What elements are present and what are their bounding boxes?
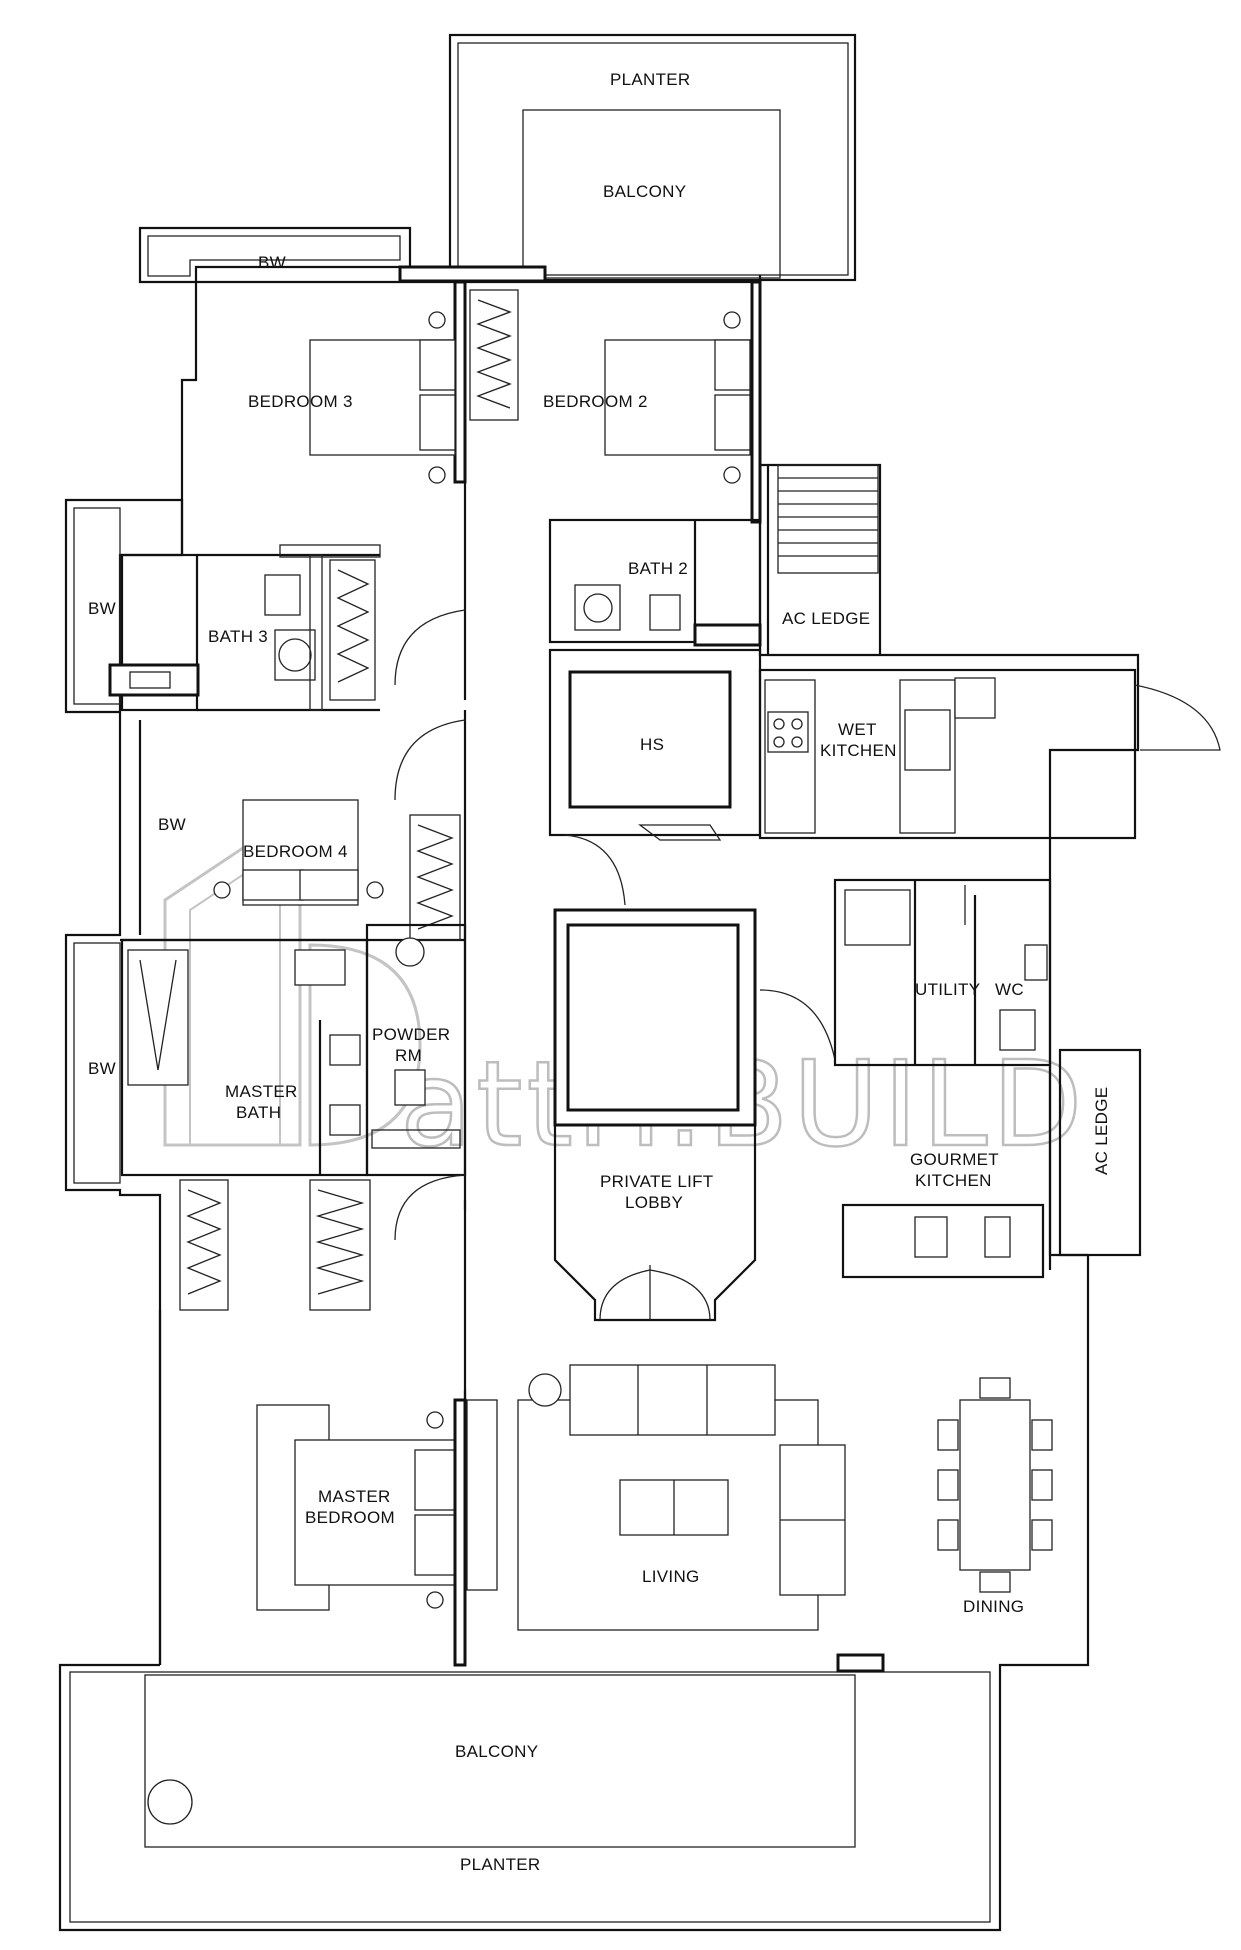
label-balcony-bottom: BALCONY (455, 1742, 538, 1761)
label-living: LIVING (642, 1567, 700, 1586)
label-dining: DINING (963, 1597, 1024, 1616)
label-bw-top: BW (258, 253, 286, 272)
room-labels: PLANTER BALCONY BW BEDROOM 3 BEDROOM 2 B… (88, 70, 1111, 1874)
bath2-group (548, 518, 762, 647)
label-master-bedroom-2: BEDROOM (305, 1508, 395, 1527)
bedroom4-group (120, 799, 465, 942)
bath3-group (108, 544, 381, 712)
label-bedroom3: BEDROOM 3 (248, 392, 353, 411)
label-planter-bottom: PLANTER (460, 1855, 541, 1874)
utility-wc-group (833, 878, 1052, 1067)
label-gourmet-kitchen-2: KITCHEN (915, 1171, 992, 1190)
label-bath3: BATH 3 (208, 627, 268, 646)
label-balcony-top: BALCONY (603, 182, 686, 201)
label-master-bath-2: BATH (236, 1103, 281, 1122)
outer-walls (58, 226, 1142, 1932)
label-private-lift-lobby-2: LOBBY (625, 1193, 683, 1212)
label-planter-top: PLANTER (610, 70, 691, 89)
master-bath-group (120, 938, 371, 1311)
label-ac-ledge-right: AC LEDGE (1092, 1087, 1111, 1175)
label-bw-left2: BW (158, 815, 186, 834)
ac-ledge-grille (777, 464, 879, 574)
label-hs: HS (640, 735, 664, 754)
hs-group (548, 648, 762, 841)
label-wc: WC (995, 980, 1024, 999)
label-bw-left1: BW (88, 599, 116, 618)
label-gourmet-kitchen-1: GOURMET (910, 1150, 999, 1169)
master-bedroom-group (158, 1310, 498, 1667)
bedrooms-top (196, 280, 762, 610)
label-private-lift-lobby-1: PRIVATE LIFT (600, 1172, 714, 1191)
label-bw-left3: BW (88, 1059, 116, 1078)
living-dining-group (147, 1364, 1053, 1825)
label-wet-kitchen-2: KITCHEN (820, 741, 897, 760)
label-wet-kitchen-1: WET (838, 720, 877, 739)
label-bedroom4: BEDROOM 4 (243, 842, 348, 861)
wet-kitchen-group (758, 668, 1221, 840)
label-bedroom2: BEDROOM 2 (543, 392, 648, 411)
gourmet-kitchen-group (841, 1065, 1052, 1279)
label-bath2: BATH 2 (628, 559, 688, 578)
label-master-bath-1: MASTER (225, 1082, 298, 1101)
powder-rm-group (294, 923, 467, 1241)
label-powder-rm-1: POWDER (372, 1025, 450, 1044)
lift-lobby-group (553, 908, 836, 1322)
label-ac-ledge-top: AC LEDGE (782, 609, 870, 628)
label-utility: UTILITY (915, 980, 980, 999)
label-powder-rm-2: RM (395, 1046, 422, 1065)
label-master-bedroom-1: MASTER (318, 1487, 391, 1506)
